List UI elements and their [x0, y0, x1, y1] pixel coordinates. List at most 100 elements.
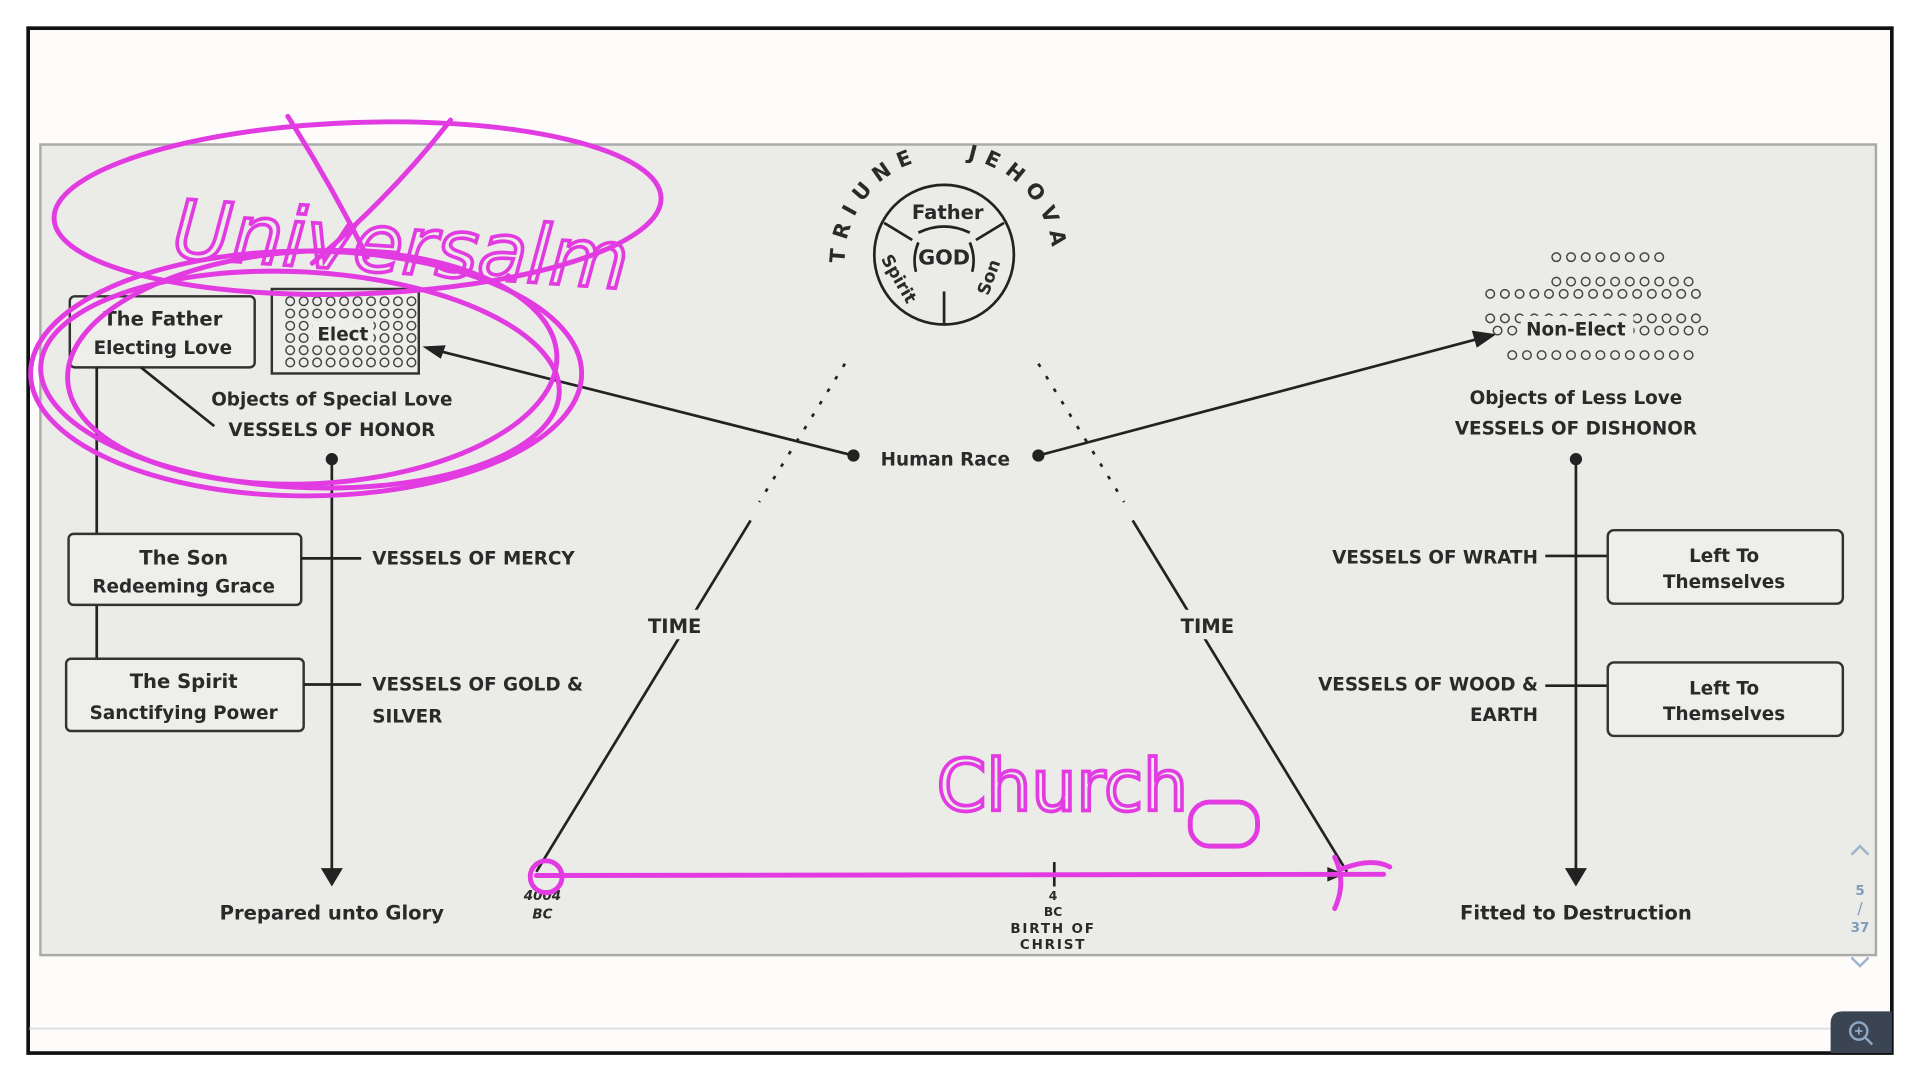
timeline-mid-year: 4 — [1049, 889, 1058, 903]
dot — [1654, 276, 1665, 287]
left-to-themselves-box-1 — [1606, 528, 1845, 605]
dot — [1507, 325, 1518, 336]
dot — [406, 345, 417, 356]
dot — [1507, 350, 1518, 361]
dot — [1624, 276, 1635, 287]
dot — [1683, 276, 1694, 287]
dot — [366, 308, 377, 319]
dot — [379, 296, 390, 307]
dot — [285, 332, 296, 343]
dot — [298, 357, 309, 368]
dot — [1690, 288, 1701, 299]
prepared-unto-glory: Prepared unto Glory — [220, 902, 445, 925]
dot — [1551, 276, 1562, 287]
dot — [1668, 350, 1679, 361]
dot — [352, 357, 363, 368]
dot — [406, 357, 417, 368]
dot — [1639, 276, 1650, 287]
dot — [1485, 313, 1496, 324]
dot — [1551, 350, 1562, 361]
dot — [352, 308, 363, 319]
dot — [285, 357, 296, 368]
dot — [285, 308, 296, 319]
dot — [366, 296, 377, 307]
dot — [1573, 288, 1584, 299]
box2-line2: Themselves — [1663, 704, 1785, 725]
dot — [1566, 350, 1577, 361]
dot — [1580, 252, 1591, 263]
universalism-ellipse — [51, 119, 664, 297]
father-box-title: The Father — [103, 308, 222, 331]
dot — [312, 357, 323, 368]
dot — [298, 296, 309, 307]
dot — [339, 345, 350, 356]
timeline-start-era: BC — [532, 907, 552, 922]
dot — [379, 308, 390, 319]
dot — [1588, 288, 1599, 299]
page-total: 37 — [1851, 921, 1870, 936]
church-mark — [1187, 799, 1260, 849]
dot — [285, 345, 296, 356]
dot — [339, 357, 350, 368]
dot — [392, 345, 403, 356]
dot — [1529, 288, 1540, 299]
page-up-icon[interactable] — [1850, 844, 1870, 856]
dot — [406, 308, 417, 319]
page-down-icon[interactable] — [1850, 956, 1870, 968]
dot — [379, 345, 390, 356]
father-label: Father — [912, 201, 984, 224]
vessels-of-dishonor: VESSELS OF DISHONOR — [1455, 419, 1697, 440]
dot — [1683, 350, 1694, 361]
dot — [1661, 313, 1672, 324]
dot — [312, 308, 323, 319]
dot — [1668, 276, 1679, 287]
non-elect-side: Non-Elect Objects of Less Love VESSELS O… — [1318, 252, 1845, 925]
father-box — [68, 295, 256, 369]
dot — [312, 296, 323, 307]
dot — [285, 296, 296, 307]
dot — [1646, 288, 1657, 299]
zoom-button[interactable] — [1830, 1011, 1892, 1054]
dot — [1551, 252, 1562, 263]
dot — [1683, 325, 1694, 336]
box2-line1: Left To — [1689, 678, 1759, 699]
dot — [298, 320, 309, 331]
dot — [298, 308, 309, 319]
dot — [392, 296, 403, 307]
dot — [352, 345, 363, 356]
dot — [1661, 288, 1672, 299]
time-label-left: TIME — [648, 615, 701, 638]
vessels-of-wrath: VESSELS OF WRATH — [1332, 547, 1538, 568]
dot — [1654, 252, 1665, 263]
dot — [339, 308, 350, 319]
dot — [1558, 288, 1569, 299]
objects-less-love: Objects of Less Love — [1470, 388, 1683, 409]
dot — [1610, 276, 1621, 287]
dot — [325, 357, 336, 368]
non-elect-label: Non-Elect — [1526, 320, 1626, 341]
dot — [1595, 350, 1606, 361]
dot — [406, 320, 417, 331]
vessels-of-gold: VESSELS OF GOLD & — [372, 675, 583, 696]
dot — [339, 296, 350, 307]
son-box — [67, 532, 303, 607]
dot — [1566, 252, 1577, 263]
elect-side: The Father Electing Love Elect Objects o… — [64, 287, 583, 925]
dot — [312, 345, 323, 356]
page-current: 5 — [1855, 884, 1864, 899]
spirit-box-title: The Spirit — [130, 670, 238, 693]
dot — [1668, 325, 1679, 336]
dot — [1617, 288, 1628, 299]
dot — [1595, 276, 1606, 287]
objects-special-love: Objects of Special Love — [211, 389, 452, 410]
dot — [406, 332, 417, 343]
dot — [1676, 288, 1687, 299]
dot — [1698, 325, 1709, 336]
dot — [1646, 313, 1657, 324]
dot — [325, 296, 336, 307]
dot — [1654, 325, 1665, 336]
timeline-mid-label-2: CHRIST — [1020, 938, 1086, 953]
dot — [379, 320, 390, 331]
church-handwriting: Church — [937, 745, 1188, 828]
vessels-of-honor: VESSELS OF HONOR — [228, 420, 435, 441]
